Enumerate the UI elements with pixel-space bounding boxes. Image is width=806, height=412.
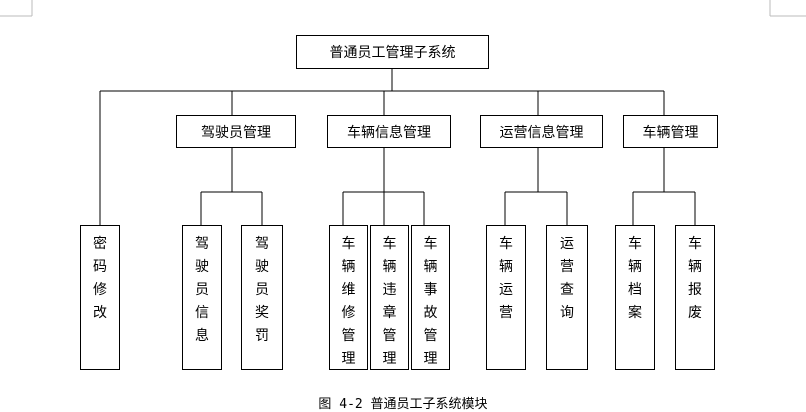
- leaf-node-vehicle-operation: 车辆运营: [486, 225, 526, 370]
- leaf-char: 营: [560, 259, 574, 275]
- category-node-driver: 驾驶员管理: [176, 115, 296, 148]
- leaf-char: 违: [382, 282, 397, 298]
- leaf-char: 改: [93, 305, 107, 321]
- leaf-char: 废: [688, 305, 702, 321]
- leaf-node-vehicle-scrap: 车辆报废: [675, 225, 715, 370]
- leaf-node-driver-reward: 驾驶员奖罚: [241, 225, 283, 370]
- leaf-node-vehicle-accident: 车辆事故管理: [411, 225, 450, 370]
- leaf-char: 修: [341, 305, 356, 321]
- leaf-char: 奖: [255, 305, 269, 321]
- leaf-char: 修: [93, 282, 107, 298]
- category-node-operation: 运营信息管理: [480, 115, 603, 148]
- leaf-char: 事: [423, 282, 438, 298]
- leaf-char: 车: [628, 236, 642, 252]
- leaf-char: 查: [560, 282, 574, 298]
- leaf-char: 案: [628, 305, 642, 321]
- page-corner-mark-left: [0, 0, 806, 17]
- leaf-char: 运: [560, 236, 574, 252]
- leaf-char: 运: [499, 282, 513, 298]
- leaf-node-operation-query: 运营查询: [546, 225, 588, 370]
- leaf-node-vehicle-repair: 车辆维修管理: [329, 225, 368, 370]
- leaf-char: 员: [255, 282, 269, 298]
- leaf-char: 理: [341, 351, 356, 367]
- leaf-char: 车: [499, 236, 513, 252]
- leaf-char: 故: [423, 305, 438, 321]
- leaf-char: 档: [628, 282, 642, 298]
- leaf-node-vehicle-archive: 车辆档案: [615, 225, 655, 370]
- leaf-char: 驶: [195, 259, 209, 275]
- leaf-char: 管: [341, 328, 356, 344]
- leaf-char: 理: [423, 351, 438, 367]
- leaf-node-password: 密码修改: [80, 225, 120, 370]
- leaf-char: 辆: [628, 259, 642, 275]
- leaf-node-driver-info: 驾驶员信息: [182, 225, 222, 370]
- leaf-char: 驶: [255, 259, 269, 275]
- leaf-char: 员: [195, 282, 209, 298]
- leaf-char: 车: [423, 236, 438, 252]
- leaf-char: 报: [688, 282, 702, 298]
- leaf-char: 驾: [255, 236, 269, 252]
- category-node-vehicle: 车辆管理: [623, 115, 718, 148]
- leaf-char: 信: [195, 305, 209, 321]
- leaf-char: 码: [93, 259, 107, 275]
- leaf-char: 辆: [341, 259, 356, 275]
- leaf-char: 息: [195, 328, 209, 344]
- leaf-char: 章: [382, 305, 397, 321]
- leaf-char: 管: [382, 328, 397, 344]
- leaf-char: 询: [560, 305, 574, 321]
- figure-caption: 图 4-2 普通员工子系统模块: [318, 397, 488, 412]
- leaf-char: 营: [499, 305, 513, 321]
- leaf-char: 理: [382, 351, 397, 367]
- leaf-char: 车: [341, 236, 356, 252]
- leaf-char: 维: [341, 282, 356, 298]
- category-node-vehicle-info: 车辆信息管理: [327, 115, 451, 148]
- leaf-char: 辆: [382, 259, 397, 275]
- leaf-char: 车: [382, 236, 397, 252]
- leaf-char: 车: [688, 236, 702, 252]
- leaf-char: 驾: [195, 236, 209, 252]
- root-node: 普通员工管理子系统: [296, 35, 489, 69]
- leaf-node-vehicle-violation: 车辆违章管理: [370, 225, 409, 370]
- leaf-char: 密: [93, 236, 107, 252]
- leaf-char: 辆: [688, 259, 702, 275]
- leaf-char: 管: [423, 328, 438, 344]
- leaf-char: 罚: [255, 328, 269, 344]
- leaf-char: 辆: [423, 259, 438, 275]
- leaf-char: 辆: [499, 259, 513, 275]
